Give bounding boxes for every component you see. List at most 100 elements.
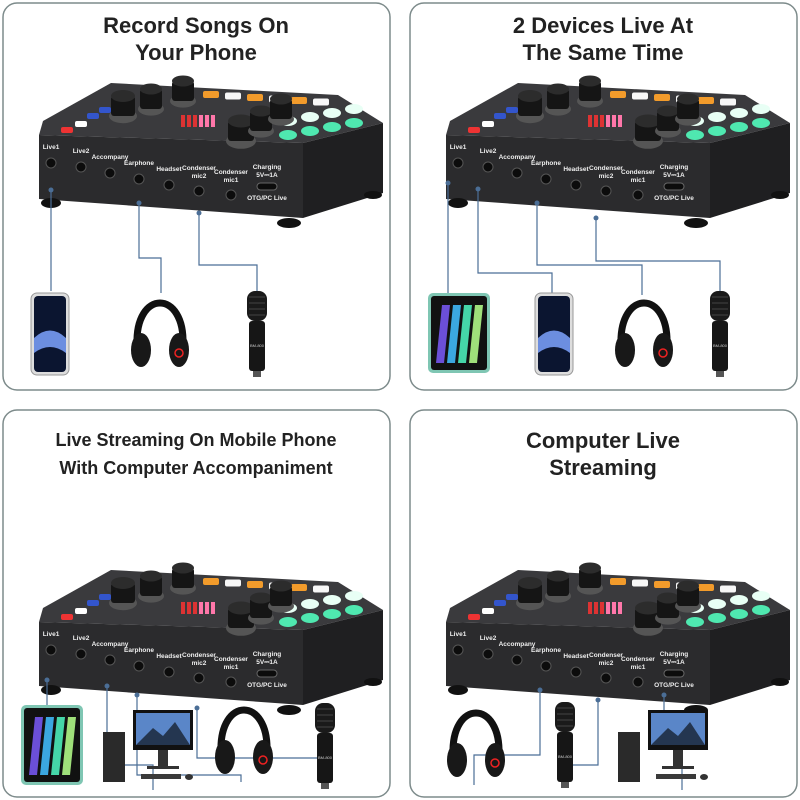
mic-body (317, 733, 333, 783)
pad-button (708, 126, 726, 136)
knob (657, 598, 679, 618)
panel-4: Computer LiveStreamingLive1Live2Accompan… (409, 409, 798, 798)
mic-head (710, 291, 730, 321)
pad-button (730, 609, 748, 619)
knob (172, 568, 194, 588)
knob-cap (111, 90, 135, 102)
pad-button (708, 112, 726, 122)
level-meter (588, 602, 592, 614)
port-label-mic1_a: Condenser (214, 656, 248, 663)
knob-cap (270, 93, 292, 105)
wallpaper (34, 330, 66, 353)
button (506, 594, 518, 600)
port-label-charging-spec: 5V⎓1A (256, 659, 278, 666)
port-label-charging: Charging (660, 651, 689, 658)
port-label-charging-spec: 5V⎓1A (256, 172, 278, 179)
port-label-charging-spec: 5V⎓1A (663, 172, 685, 179)
mixer-foot (41, 685, 61, 695)
knob-cap (518, 577, 542, 589)
port-label-mic2_a: Condenser (589, 165, 623, 172)
pad-button (686, 130, 704, 140)
port-label-mic1_a: Condenser (621, 656, 655, 663)
mic-connector (321, 783, 329, 789)
panel-title: The Same Time (523, 40, 684, 65)
usb-c-port (663, 669, 685, 678)
port-label-live2: Live2 (480, 635, 497, 642)
brand-logo (490, 758, 500, 768)
pad-button (686, 617, 704, 627)
port-label-live2: Live2 (73, 148, 90, 155)
knob-cap (228, 601, 254, 615)
pc-tower (618, 732, 640, 782)
port-label-live2: Live2 (480, 148, 497, 155)
button (61, 127, 73, 133)
wallpaper-stripe (62, 717, 76, 775)
mixer-foot (448, 198, 468, 208)
button (99, 594, 111, 600)
brand-logo (658, 348, 668, 358)
knob (547, 576, 569, 596)
knob-cap (228, 114, 254, 128)
port-label-charging: Charging (253, 164, 282, 171)
audio-jack (452, 644, 464, 656)
connection-dot (661, 692, 667, 698)
button (632, 92, 648, 100)
port-label-mic2_b: mic2 (192, 173, 207, 180)
button (61, 614, 73, 620)
audio-jack (45, 644, 57, 656)
level-meter (594, 115, 598, 127)
port-label-mic1_b: mic1 (631, 177, 646, 184)
knob-cap (677, 93, 699, 105)
knob-cap (250, 105, 272, 117)
port-label-mic1_b: mic1 (224, 664, 239, 671)
knob-cap (140, 83, 162, 95)
microphone-icon: BM-800 (247, 291, 267, 377)
pad-button (345, 118, 363, 128)
level-meter (612, 115, 616, 127)
mixer-foot (277, 218, 301, 228)
brand-logo (174, 348, 184, 358)
button (87, 600, 99, 606)
audio-jack (600, 672, 612, 684)
audio-jack (104, 654, 116, 666)
pad-button (752, 605, 770, 615)
button (313, 98, 329, 106)
button (654, 581, 670, 588)
port-label-mic2_a: Condenser (182, 652, 216, 659)
level-meter (588, 115, 592, 127)
mic-connector (253, 371, 261, 377)
keyboard (141, 774, 181, 779)
port-label-charging: Charging (253, 651, 282, 658)
connection-dot (593, 215, 599, 221)
headband (617, 299, 671, 346)
mixer-front (39, 622, 303, 705)
phone-icon (30, 292, 70, 376)
audio-jack (632, 676, 644, 688)
pad-button (279, 130, 297, 140)
port-label-live1: Live1 (450, 144, 467, 151)
level-meter (193, 115, 197, 127)
ear-cup (215, 740, 235, 774)
knob-cap (579, 75, 601, 87)
connection-line (473, 690, 541, 785)
wallpaper-stripe (29, 717, 43, 775)
audio-jack (600, 185, 612, 197)
audio-jack (540, 660, 552, 672)
monitor-base (662, 766, 694, 769)
port-label-live1: Live1 (450, 631, 467, 638)
knob-cap (635, 114, 661, 128)
port-label-headset: Headset (156, 653, 182, 660)
tablet-icon (21, 705, 83, 785)
button (247, 581, 263, 588)
pad-button (323, 609, 341, 619)
port-label-mic1_b: mic1 (224, 177, 239, 184)
connection-line (536, 203, 643, 295)
pad-button (345, 605, 363, 615)
mixer-foot (771, 191, 789, 199)
audio-jack (511, 654, 523, 666)
wallpaper-stripe (51, 717, 65, 775)
